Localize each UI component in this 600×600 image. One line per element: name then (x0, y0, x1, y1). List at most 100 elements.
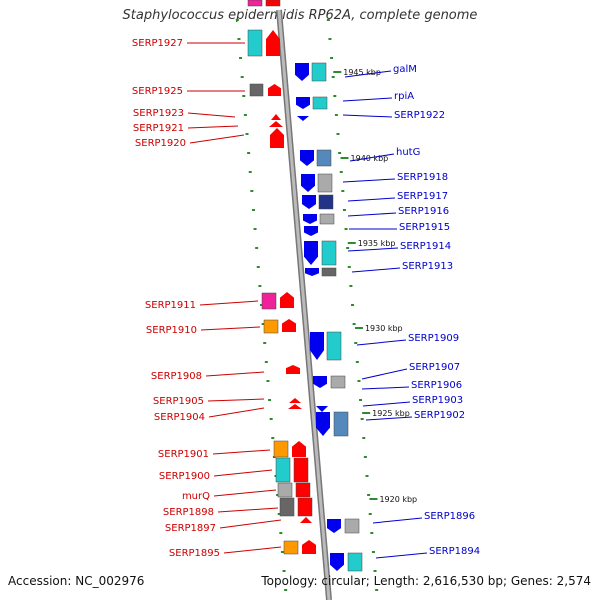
gene-leader-left (199, 300, 259, 306)
map-title: Staphylococcus epidermidis RP62A, comple… (122, 8, 478, 23)
gene-right (344, 518, 360, 534)
gene-right (311, 62, 327, 82)
accession-label: Accession: NC_002976 (8, 574, 145, 588)
gene-leader-left (208, 407, 265, 418)
gene-label-right: SERP1902 (414, 410, 465, 421)
gene-label-left: SERP1901 (158, 449, 209, 460)
gene-leader-right (347, 212, 397, 217)
gene-left (247, 0, 263, 7)
gene-label-left: SERP1897 (165, 523, 216, 534)
gene-right (304, 226, 318, 236)
gene-left (266, 30, 280, 56)
gene-leader-right (342, 97, 393, 102)
gene-left (265, 0, 281, 7)
gene-label-right: SERP1918 (397, 172, 448, 183)
gene-right (301, 174, 315, 192)
gene-right (327, 519, 341, 533)
gene-label-left: SERP1925 (132, 86, 183, 97)
gene-label-right: SERP1917 (397, 191, 448, 202)
gene-left (269, 121, 283, 127)
gene-left (279, 497, 295, 517)
gene-label-left: SERP1927 (132, 38, 183, 49)
gene-label-left: SERP1921 (133, 123, 184, 134)
kbp-label: 1935 kbp (358, 239, 396, 248)
gene-label-left: SERP1908 (151, 371, 202, 382)
gene-left (286, 365, 300, 374)
gene-leader-left (219, 519, 282, 529)
gene-leader-right (361, 386, 410, 390)
gene-left (247, 29, 263, 57)
gene-left (273, 440, 289, 458)
gene-right (297, 116, 309, 121)
genome-backbone-highlight (277, 9, 331, 600)
gene-label-right: SERP1906 (411, 380, 462, 391)
gene-label-left: SERP1904 (154, 412, 205, 423)
gene-left (277, 482, 293, 498)
gene-label-left: SERP1895 (169, 548, 220, 559)
gene-label-right: SERP1916 (398, 206, 449, 217)
gene-left (270, 128, 284, 148)
gene-label-left: SERP1900 (159, 471, 210, 482)
gene-leader-left (217, 507, 279, 513)
gene-left (283, 540, 299, 555)
gene-label-left: SERP1905 (153, 396, 204, 407)
gene-right (295, 63, 309, 81)
gene-right (312, 96, 328, 110)
gene-right (326, 331, 342, 361)
gene-label-right: hutG (396, 147, 420, 158)
gene-label-right: SERP1914 (400, 241, 451, 252)
gene-label-right: SERP1915 (399, 222, 450, 233)
gene-leader-left (205, 371, 265, 377)
gene-leader-left (213, 469, 273, 477)
gene-left (282, 319, 296, 332)
gene-leader-left (223, 546, 282, 554)
gene-right (305, 268, 319, 276)
gene-leader-right (362, 401, 411, 407)
gene-left (289, 398, 301, 403)
gene-left (295, 482, 311, 498)
kbp-label: 1940 kbp (351, 154, 389, 163)
gene-label-right: SERP1907 (409, 362, 460, 373)
gene-left (263, 319, 279, 334)
gene-leader-right (375, 552, 428, 559)
gene-label-left: SERP1911 (145, 300, 196, 311)
gene-right (347, 552, 363, 572)
gene-right (333, 411, 349, 437)
gene-leader-right (347, 197, 396, 202)
gene-right (330, 375, 346, 389)
gene-right (303, 214, 317, 224)
kbp-label: 1930 kbp (365, 324, 403, 333)
gene-leader-left (213, 489, 277, 497)
gene-right (316, 406, 328, 412)
gene-label-left: murQ (182, 491, 210, 502)
gene-left (292, 441, 306, 457)
gene-leader-left (189, 134, 245, 144)
gene-label-right: SERP1896 (424, 511, 475, 522)
gene-right (316, 149, 332, 167)
gene-label-right: SERP1894 (429, 546, 480, 557)
kbp-label: 1945 kbp (343, 68, 381, 77)
gene-label-left: SERP1910 (146, 325, 197, 336)
kbp-label: 1920 kbp (379, 495, 417, 504)
gene-right (318, 194, 334, 210)
gene-left (300, 517, 312, 523)
gene-right (316, 412, 330, 436)
gene-left (275, 457, 291, 483)
gene-leader-left (200, 326, 261, 331)
gene-right (302, 195, 316, 209)
gene-left (271, 114, 281, 120)
gene-leader-right (361, 368, 408, 380)
gene-left (261, 292, 277, 310)
genome-info-label: Topology: circular; Length: 2,616,530 bp… (261, 574, 591, 588)
gene-label-right: SERP1909 (408, 333, 459, 344)
gene-right (304, 241, 318, 265)
kbp-label: 1925 kbp (372, 409, 410, 418)
gene-right (317, 173, 333, 193)
gene-label-left: SERP1923 (133, 108, 184, 119)
gene-leader-left (187, 112, 236, 118)
gene-leader-right (349, 153, 395, 162)
gene-leader-right (342, 114, 393, 118)
gene-label-right: rpiA (394, 91, 414, 102)
gene-leader-left (187, 125, 239, 129)
